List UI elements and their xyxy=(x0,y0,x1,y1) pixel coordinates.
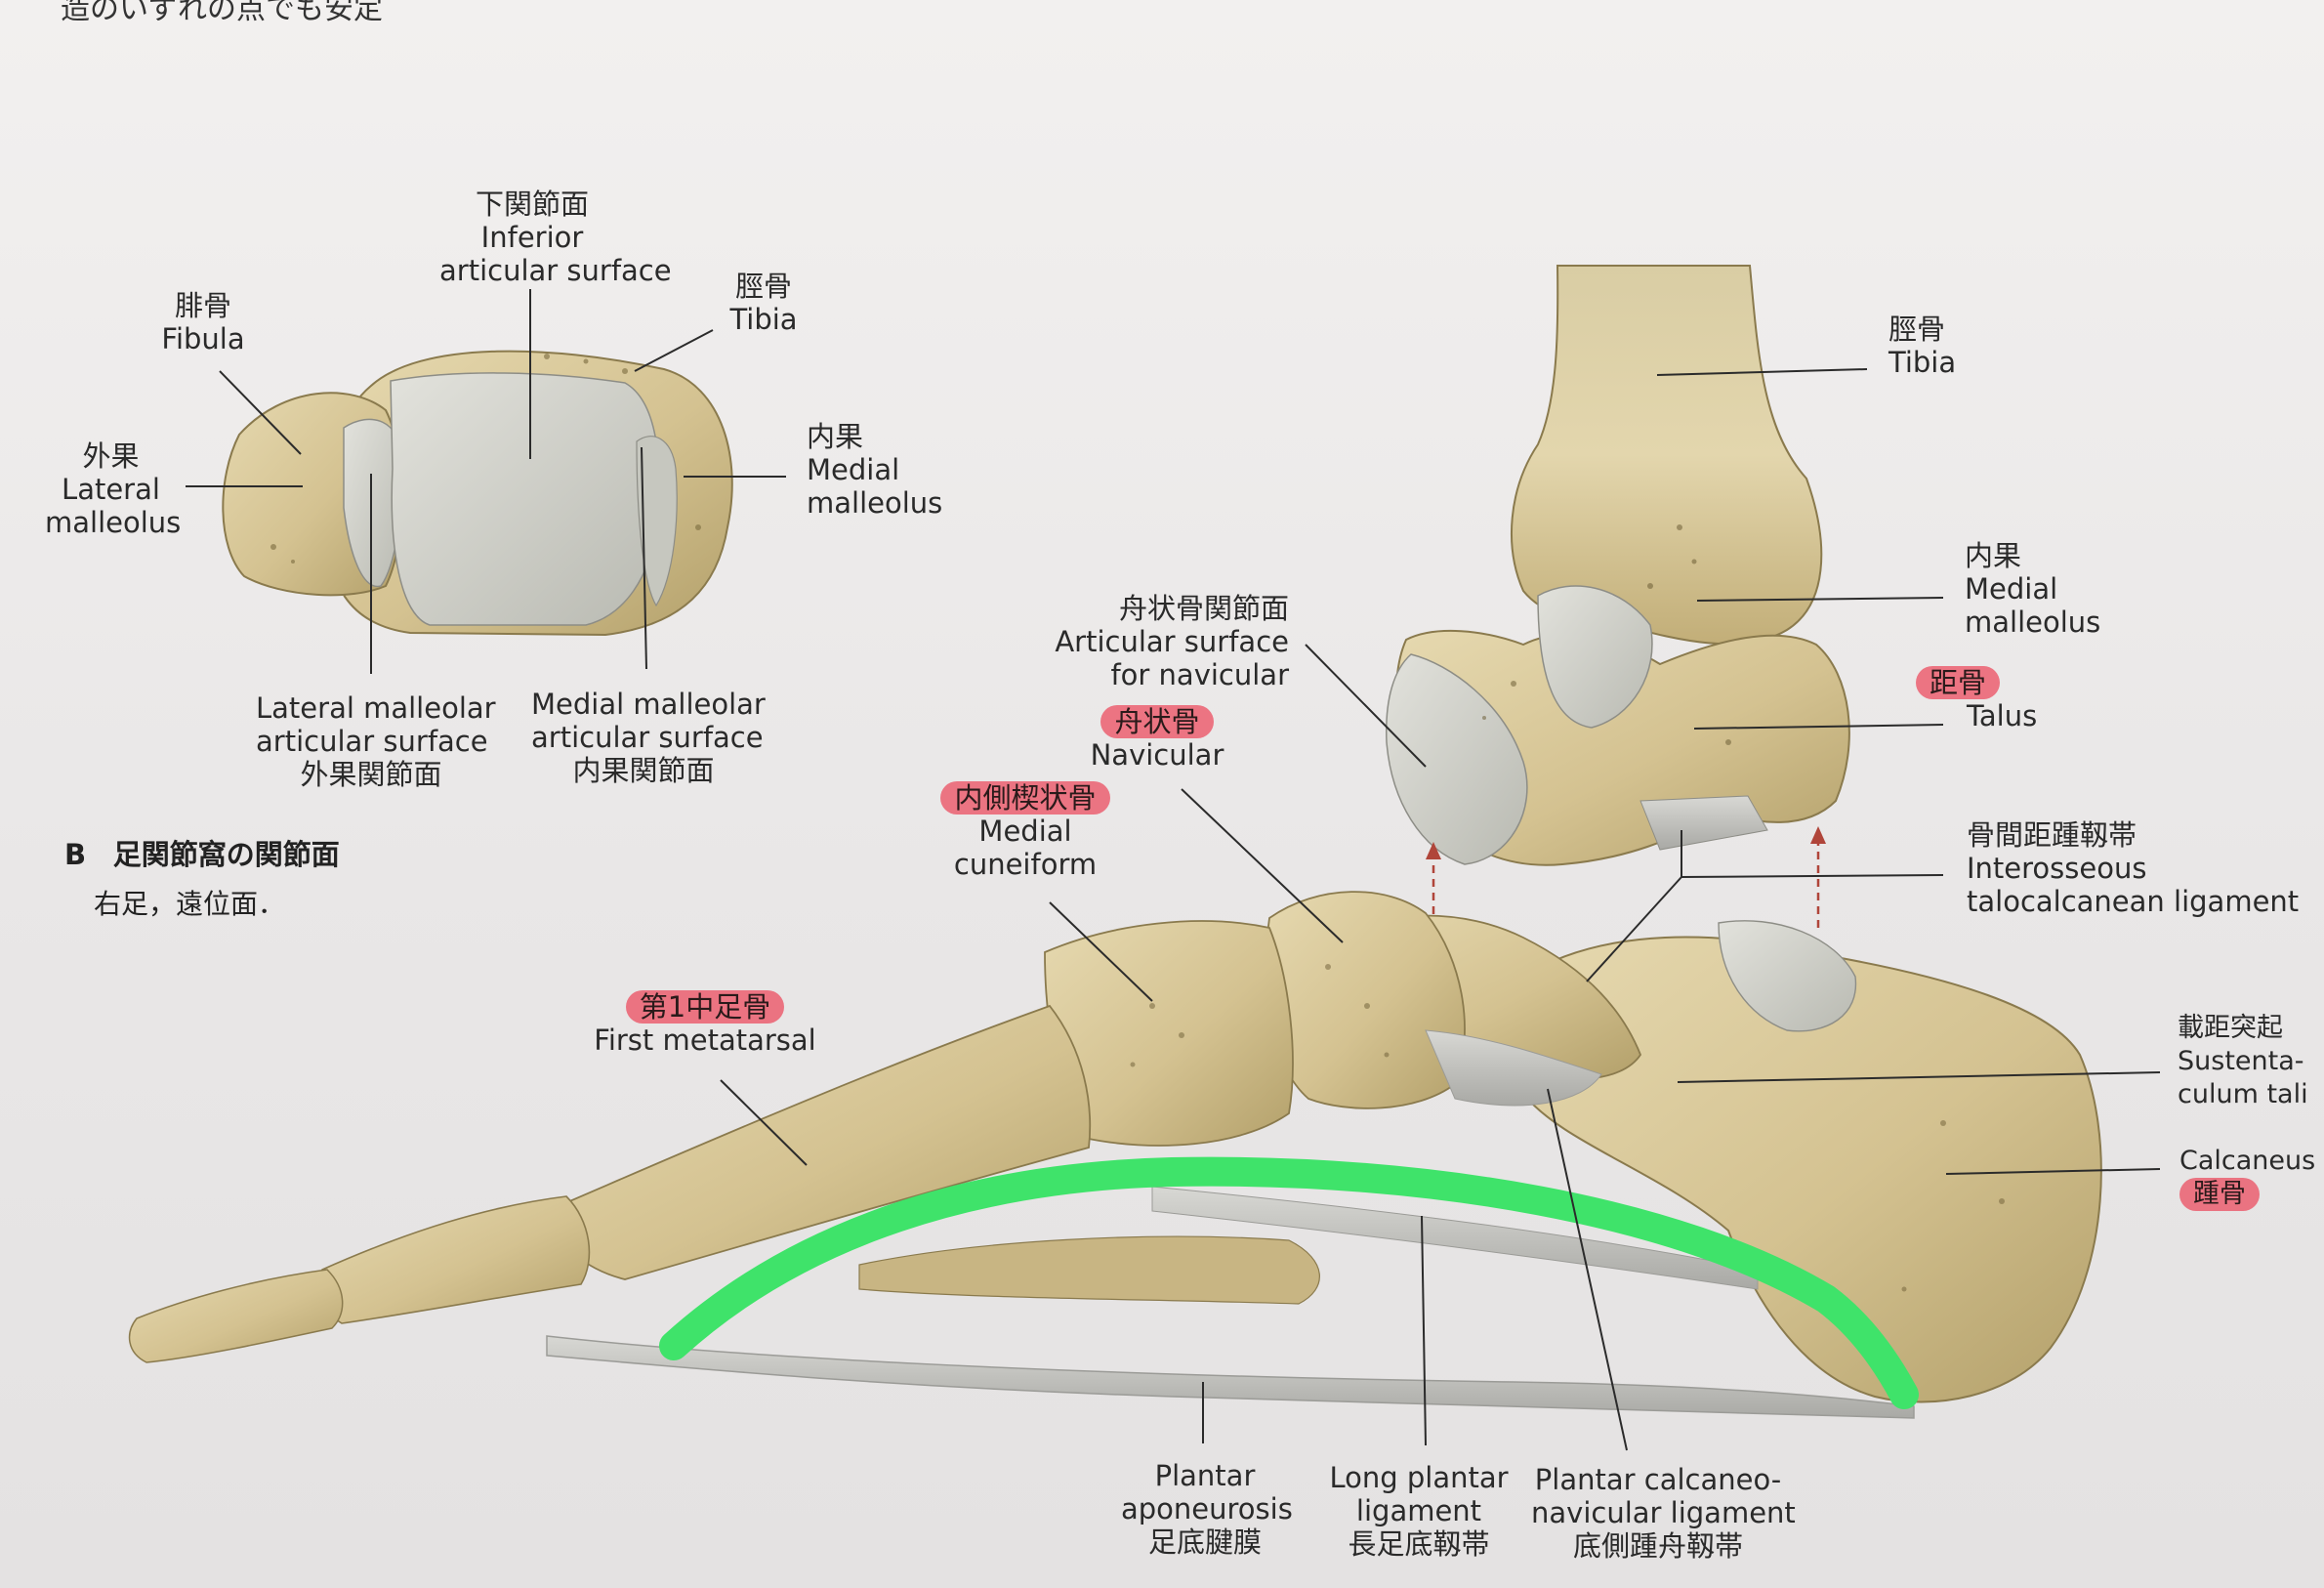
label-first-metatarsal: 第1中足骨 First metatarsal xyxy=(594,990,816,1057)
label-inferior-articular-surface: 下関節面 Inferior articular surface xyxy=(439,188,672,287)
label-articular-surface-navicular: 舟状骨関節面 Articular surface for navicular xyxy=(1055,592,1289,691)
medial-longitudinal-arch-marker xyxy=(659,1156,1919,1409)
medial-foot-figure xyxy=(128,368,2161,1451)
label-long-plantar-ligament: Long plantar ligament 長足底靱帯 xyxy=(1329,1461,1509,1561)
label-medial-malleolar-articular-surface: Medial malleolar articular surface 内果関節面 xyxy=(531,688,766,787)
leaders-figure-b xyxy=(186,289,786,674)
inferior-articular-facet xyxy=(390,372,660,626)
foot-pores xyxy=(1130,964,2005,1292)
label-talus: 距骨 Talus xyxy=(1916,666,2037,732)
label-calcaneus: Calcaneus 踵骨 xyxy=(2179,1146,2316,1211)
label-medial-malleolus: 内果 Medial malleolus xyxy=(1965,539,2101,639)
label-interosseous-talocalcanean-ligament: 骨間距踵靱帯 Interosseous talocalcanean ligame… xyxy=(1967,818,2300,918)
talus-trochlea xyxy=(1537,585,1653,729)
top-text-fragment: 造のいずれの点でも安定 xyxy=(61,0,383,26)
talus-dome-cartilage xyxy=(1718,920,1857,1032)
label-plantar-aponeurosis: Plantar aponeurosis 足底腱膜 xyxy=(1121,1459,1293,1559)
distal-phalanx xyxy=(128,1269,344,1363)
calcaneonavicular-ligament-fibers xyxy=(1425,1029,1602,1107)
label-sustentaculum-tali: 載距突起 Sustenta- culum tali xyxy=(2178,1013,2308,1109)
first-metatarsal-bone xyxy=(545,1004,1092,1280)
label-medial-malleolus-b: 内果 Medial malleolus xyxy=(807,420,943,520)
label-medial-cuneiform: 内側楔状骨 Medial cuneiform xyxy=(898,781,1152,881)
label-tibia-b: 脛骨 Tibia xyxy=(729,270,798,336)
alignment-arrows xyxy=(1432,840,1820,928)
tibia-pores xyxy=(1482,524,1731,745)
medial-malleolar-facet xyxy=(636,436,678,607)
leaders-foot xyxy=(720,368,2161,1451)
distal-joint-surface-figure xyxy=(186,289,786,674)
section-subtitle: 右足，遠位面． xyxy=(94,888,286,920)
section-heading: B 足関節窩の関節面 xyxy=(64,838,340,871)
label-lateral-malleolus: 外果 Lateral malleolus xyxy=(45,439,182,539)
lateral-metatarsal-shadow xyxy=(858,1235,1320,1305)
label-lateral-malleolar-articular-surface: Lateral malleolar articular surface 外果関節… xyxy=(256,691,496,791)
interosseous-ligament-stump xyxy=(1639,795,1768,851)
proximal-phalanx xyxy=(316,1195,591,1324)
arrow-heads xyxy=(1426,826,1826,859)
bone-pores xyxy=(270,354,701,564)
label-plantar-calcaneonavicular-ligament: Plantar calcaneo- navicular ligament 底側踵… xyxy=(1531,1463,1796,1563)
label-navicular: 舟状骨 Navicular xyxy=(1090,705,1224,772)
long-plantar-ligament-fibers xyxy=(1151,1186,1759,1290)
plantar-aponeurosis-band xyxy=(546,1335,1915,1419)
label-fibula: 腓骨 Fibula xyxy=(161,289,245,355)
label-tibia: 脛骨 Tibia xyxy=(1888,313,1957,379)
ankle-figure xyxy=(1386,265,1850,928)
